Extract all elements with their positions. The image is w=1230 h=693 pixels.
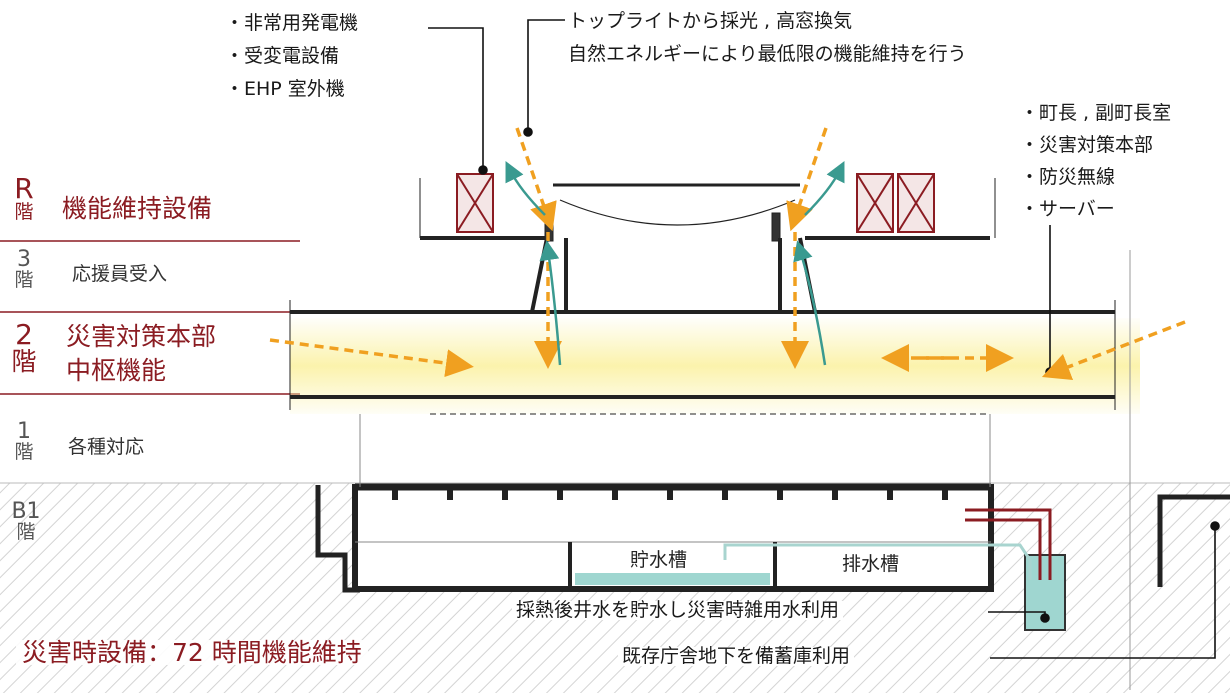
floor-3-number: 3: [17, 247, 31, 272]
floor-b1-number: B1: [11, 499, 41, 524]
floor-1-function: 各種対応: [68, 436, 145, 458]
floor-r-letter: R: [14, 172, 34, 205]
exhaust-arrows: [505, 161, 845, 366]
floor2-highlight: [290, 318, 1140, 414]
storage-tank-label: 貯水槽: [626, 551, 692, 570]
floor-2-kai: 階: [11, 347, 37, 377]
rooftop-equipment: [456, 173, 935, 233]
floor-3-function: 応援員受入: [72, 263, 168, 285]
floor-level-lines: [0, 240, 300, 395]
note-disaster-hq-4: ・サーバー: [1020, 198, 1115, 220]
floor-3-kai: 階: [14, 269, 34, 292]
floor-b1-kai: 階: [16, 521, 36, 544]
note-equipment-1: ・非常用発電機: [225, 12, 359, 34]
floor-1-kai: 階: [14, 441, 34, 464]
well-water-pipes: [723, 508, 1052, 580]
floor-label-b1: B1 階: [4, 500, 48, 543]
drain-tank-label: 排水槽: [838, 555, 904, 574]
note-disaster-hq-1: ・町長 , 副町長室: [1020, 102, 1172, 124]
floor-1-number: 1: [17, 419, 31, 444]
storage-use-note: 既存庁舎地下を備蓄庫利用: [618, 647, 855, 666]
floor-r-kai: 階: [14, 201, 34, 224]
floor-label-1: 1 階: [4, 420, 44, 463]
disaster-equipment-title: 災害時設備：72 時間機能維持: [16, 640, 368, 665]
floor-2-function-1: 災害対策本部: [66, 322, 217, 351]
floor-label-2: 2 階: [4, 320, 44, 376]
note-equipment-2: ・受変電設備: [225, 45, 340, 67]
note-toplight-2: 自然エネルギーにより最低限の機能維持を行う: [568, 43, 967, 65]
note-disaster-hq-2: ・災害対策本部: [1020, 134, 1154, 156]
note-toplight-1: トップライトから採光 , 高窓換気: [568, 10, 853, 32]
floor-label-r: R 階: [4, 174, 44, 223]
note-disaster-hq-3: ・防災無線: [1020, 166, 1116, 188]
well-water-note: 採熱後井水を貯水し災害時雑用水利用: [512, 601, 844, 620]
floor-r-function: 機能維持設備: [62, 194, 213, 223]
floor-label-3: 3 階: [4, 248, 44, 291]
floor-2-function-2: 中枢機能: [66, 356, 167, 385]
note-equipment-3: ・EHP 室外機: [225, 78, 345, 100]
floor-2-number: 2: [15, 318, 33, 351]
